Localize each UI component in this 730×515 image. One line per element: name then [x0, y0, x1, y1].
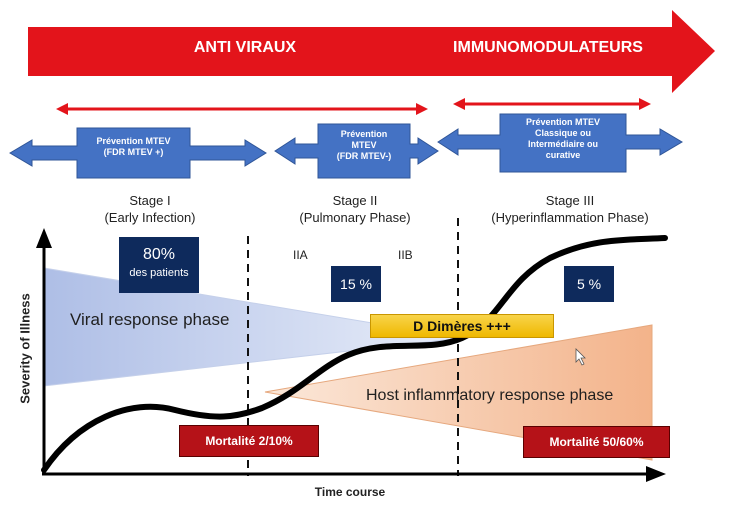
percentage-box-stage-2: 15 % — [331, 266, 381, 302]
immunomod-span-arrow — [453, 98, 651, 110]
stage-3-label: Stage III (Hyperinflammation Phase) — [491, 193, 649, 225]
mortality-box-right: Mortalité 50/60% — [523, 426, 670, 458]
x-axis-arrowhead — [646, 466, 666, 482]
mortality-box-left: Mortalité 2/10% — [179, 425, 319, 457]
antiviral-span-arrow — [56, 103, 428, 115]
prevention-box-1-text: Prévention MTEV (FDR MTEV +) — [96, 136, 171, 157]
viral-response-phase-label: Viral response phase — [70, 310, 230, 329]
treatment-banner-arrow — [28, 10, 715, 93]
mouse-cursor-icon — [575, 348, 586, 366]
percentage-box-stage-3: 5 % — [564, 266, 614, 302]
host-inflammatory-phase-label: Host inflammatory response phase — [366, 387, 614, 404]
banner-antiviraux-label: ANTI VIRAUX — [193, 39, 297, 56]
x-axis-label: Time course — [314, 485, 386, 499]
prevention-arrow-3 — [437, 113, 683, 173]
y-axis-arrowhead — [36, 228, 52, 248]
prevention-arrow-2 — [274, 123, 439, 179]
substage-iib-label: IIB — [398, 248, 413, 262]
banner-immunomodulateurs-label: IMMUNOMODULATEURS — [453, 39, 643, 56]
prevention-arrows — [9, 113, 683, 179]
prevention-box-3-text: Prévention MTEV Classique ou Intermédiai… — [525, 117, 600, 160]
red-span-arrows — [56, 98, 651, 115]
severity-curve — [41, 235, 668, 473]
stage-1-label: Stage I (Early Infection) — [104, 193, 196, 225]
percentage-box-stage-1: 80% des patients — [119, 237, 199, 293]
prevention-arrow-1 — [9, 127, 267, 179]
stage-2-label: Stage II (Pulmonary Phase) — [299, 193, 411, 225]
prevention-box-2-text: Prévention MTEV (FDR MTEV-) — [336, 129, 392, 161]
y-axis-label: Severity of Illness — [17, 293, 33, 404]
d-dimeres-banner: D Dimères +++ — [370, 314, 554, 338]
substage-iia-label: IIA — [293, 248, 308, 262]
